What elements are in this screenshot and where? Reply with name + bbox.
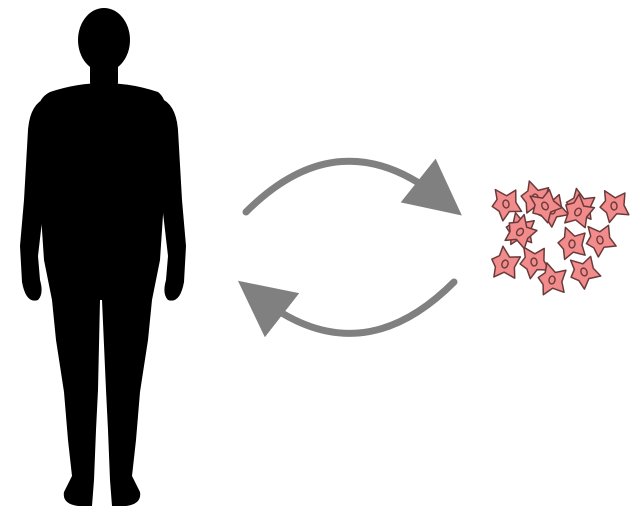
cell-icon (486, 244, 523, 284)
cell-icon (565, 252, 603, 292)
cell-cluster (486, 180, 629, 298)
human-body-icon (20, 8, 186, 506)
cell-icon (582, 221, 617, 259)
cell-icon (557, 227, 588, 261)
cell-icon (599, 189, 630, 223)
curved-arrow-left-icon (260, 282, 454, 333)
curved-arrow-right-icon (246, 161, 440, 212)
